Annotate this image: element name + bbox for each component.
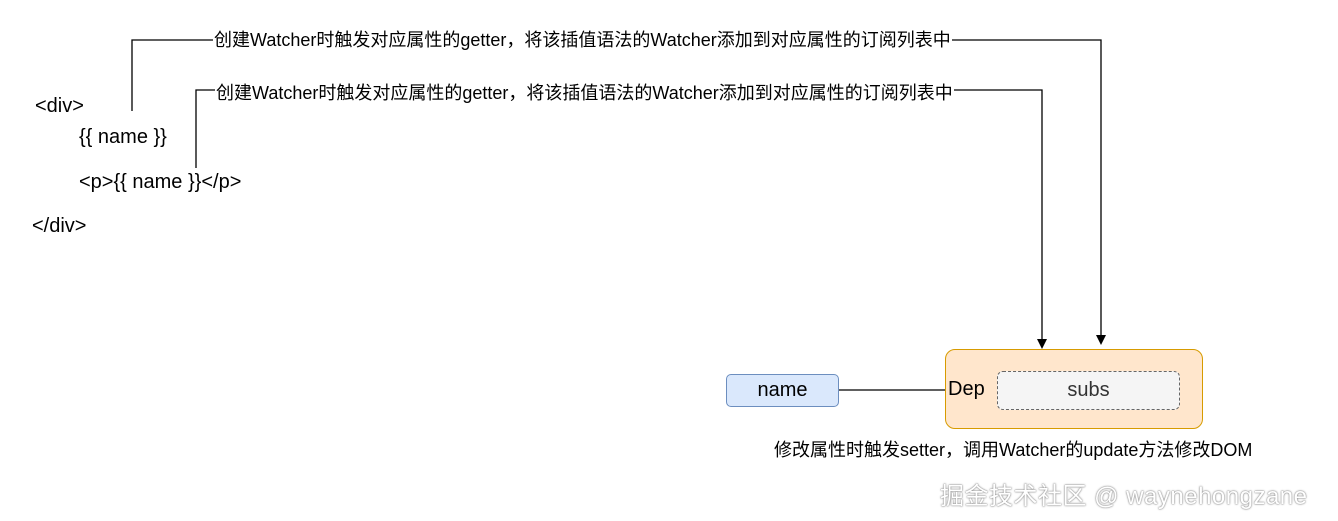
- subs-node-label: subs: [1067, 379, 1110, 401]
- code-line-interpolation: {{ name }}: [79, 126, 167, 148]
- code-line-div-close: </div>: [32, 215, 87, 237]
- dep-node-label: Dep: [948, 378, 985, 400]
- watermark: 掘金技术社区 @ waynehongzane: [940, 483, 1308, 510]
- annotation-top: 创建Watcher时触发对应属性的getter，将该插值语法的Watcher添加…: [213, 29, 952, 51]
- dep-node: Dep subs: [945, 349, 1203, 429]
- name-node-label: name: [757, 379, 808, 401]
- annotation-middle: 创建Watcher时触发对应属性的getter，将该插值语法的Watcher添加…: [215, 82, 954, 104]
- annotation-bottom: 修改属性时触发setter，调用Watcher的update方法修改DOM: [773, 439, 1254, 461]
- name-node: name: [726, 374, 839, 407]
- connector-middle: [195, 89, 1047, 349]
- code-line-div-open: <div>: [35, 95, 84, 117]
- subs-node: subs: [997, 371, 1180, 410]
- code-line-paragraph: <p>{{ name }}</p>: [79, 171, 242, 193]
